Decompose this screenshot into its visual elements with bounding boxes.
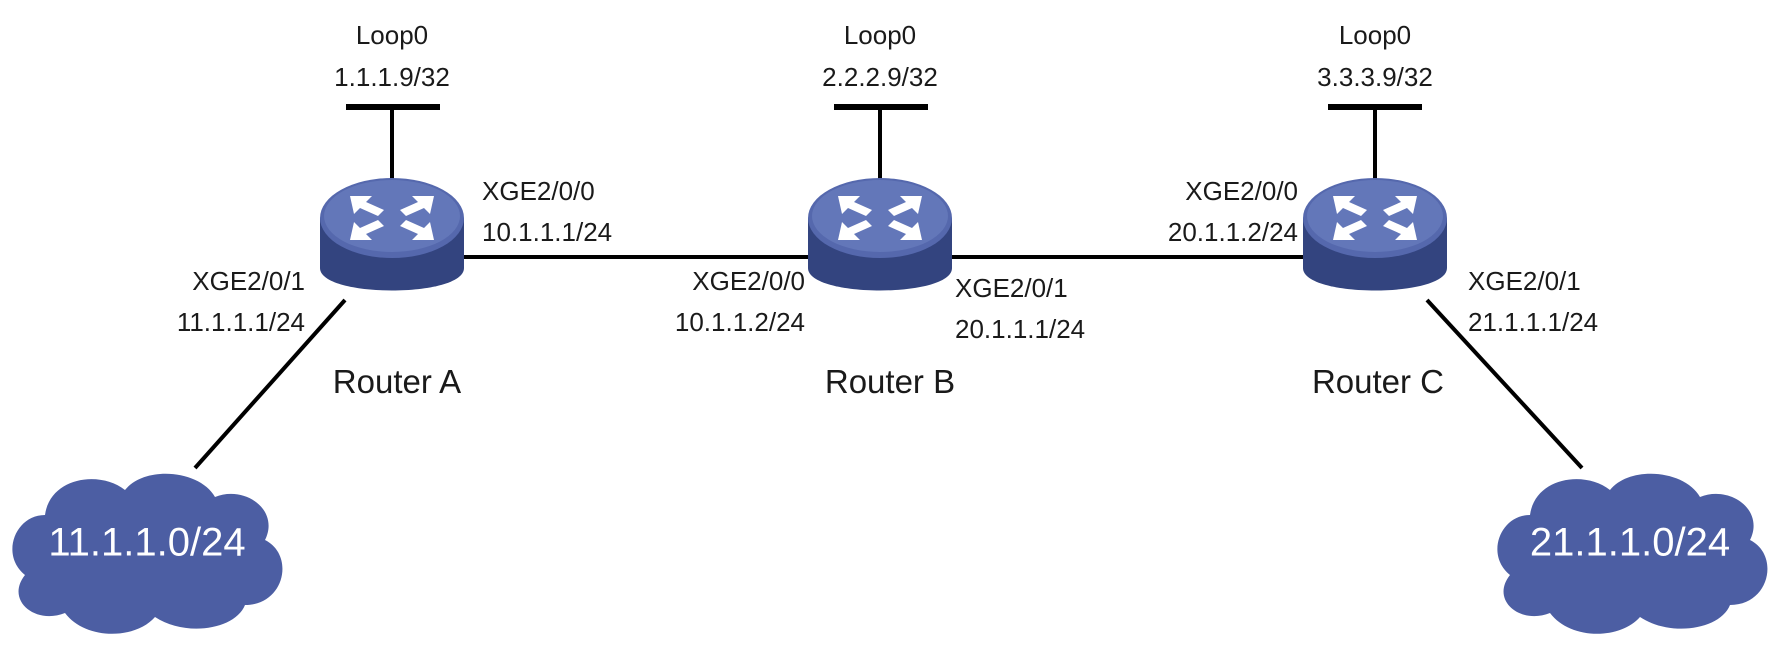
- router-c-xge200-name: XGE2/0/0: [1185, 176, 1298, 206]
- router-b-name: Router B: [825, 363, 955, 400]
- router-c-loop-ip: 3.3.3.9/32: [1317, 62, 1433, 92]
- network-right-label: 21.1.1.0/24: [1530, 521, 1730, 565]
- router-a-xge201-name: XGE2/0/1: [192, 266, 305, 296]
- router-a-badge: ROUTER: [367, 289, 416, 301]
- router-a-xge200-name: XGE2/0/0: [482, 176, 595, 206]
- router-b-badge: ROUTER: [855, 289, 904, 301]
- router-a-icon[interactable]: ROUTER: [320, 178, 464, 301]
- link-a-left-network: [193, 298, 347, 470]
- router-b-loop-ip: 2.2.2.9/32: [822, 62, 938, 92]
- router-a-loop-ip: 1.1.1.9/32: [334, 62, 450, 92]
- cloud-right-icon: 21.1.1.0/24: [1497, 473, 1768, 634]
- network-left-label: 11.1.1.0/24: [48, 521, 245, 565]
- router-c-xge201-ip: 21.1.1.1/24: [1468, 307, 1598, 337]
- router-c-badge: ROUTER: [1350, 289, 1399, 301]
- router-b-xge200-name: XGE2/0/0: [692, 266, 805, 296]
- router-a-loop-name: Loop0: [356, 20, 428, 50]
- link-c-right-network: [1425, 298, 1584, 470]
- router-b-xge201-name: XGE2/0/1: [955, 273, 1068, 303]
- router-c-xge201-name: XGE2/0/1: [1468, 266, 1581, 296]
- router-b-xge201-ip: 20.1.1.1/24: [955, 314, 1085, 344]
- router-b-loop-name: Loop0: [844, 20, 916, 50]
- router-a-name: Router A: [333, 363, 461, 400]
- cloud-left-icon: 11.1.1.0/24: [12, 473, 283, 634]
- router-b-icon[interactable]: ROUTER: [808, 178, 952, 301]
- router-b-xge200-ip: 10.1.1.2/24: [675, 307, 805, 337]
- router-a-xge201-ip: 11.1.1.1/24: [177, 307, 305, 337]
- router-c-name: Router C: [1312, 363, 1444, 400]
- router-a-xge200-ip: 10.1.1.1/24: [482, 217, 612, 247]
- router-c-icon[interactable]: ROUTER: [1303, 178, 1447, 301]
- router-c-xge200-ip: 20.1.1.2/24: [1168, 217, 1298, 247]
- router-c-loop-name: Loop0: [1339, 20, 1411, 50]
